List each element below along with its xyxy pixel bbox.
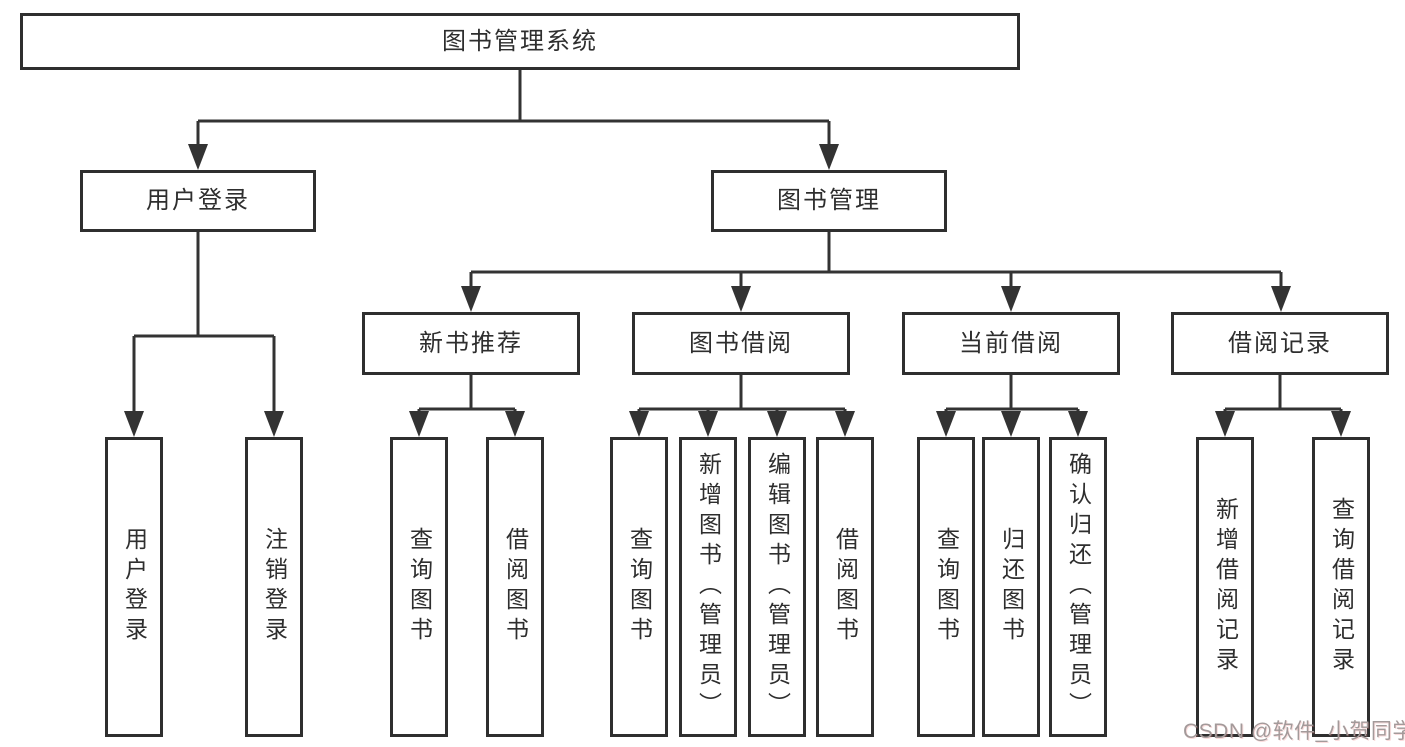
leaf-current-return-books: 归还图书 bbox=[982, 437, 1040, 737]
node-book-borrowing: 图书借阅 bbox=[632, 312, 850, 375]
node-user-login: 用户登录 bbox=[80, 170, 316, 232]
leaf-record-add-borrow-record: 新增借阅记录 bbox=[1196, 437, 1254, 737]
leaf-current-query-books: 查询图书 bbox=[917, 437, 975, 737]
node-borrowing-records: 借阅记录 bbox=[1171, 312, 1389, 375]
node-new-book-recommendation: 新书推荐 bbox=[362, 312, 580, 375]
leaf-borrow-add-books-admin: 新增图书（管理员） bbox=[679, 437, 737, 737]
node-book-management: 图书管理 bbox=[711, 170, 947, 232]
leaf-logout-login: 注销登录 bbox=[245, 437, 303, 737]
node-library-management-system: 图书管理系统 bbox=[20, 13, 1020, 70]
csdn-watermark: CSDN @软件_小贺同学 bbox=[1183, 720, 1405, 743]
leaf-user-login: 用户登录 bbox=[105, 437, 163, 737]
leaf-record-query-borrow-record: 查询借阅记录 bbox=[1312, 437, 1370, 737]
node-current-borrowing: 当前借阅 bbox=[902, 312, 1120, 375]
leaf-borrow-borrow-books: 借阅图书 bbox=[816, 437, 874, 737]
leaf-borrow-edit-books-admin: 编辑图书（管理员） bbox=[748, 437, 806, 737]
leaf-recommend-query-books: 查询图书 bbox=[390, 437, 448, 737]
leaf-current-confirm-return-admin: 确认归还（管理员） bbox=[1049, 437, 1107, 737]
leaf-borrow-query-books: 查询图书 bbox=[610, 437, 668, 737]
leaf-recommend-borrow-books: 借阅图书 bbox=[486, 437, 544, 737]
